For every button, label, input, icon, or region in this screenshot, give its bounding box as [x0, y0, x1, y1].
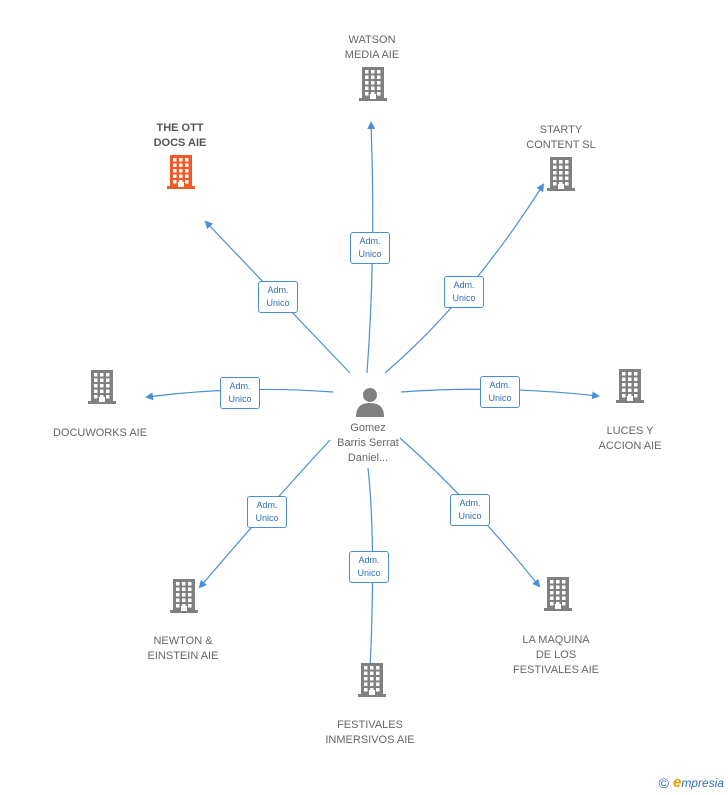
- building-icon: [359, 67, 387, 101]
- role-badge[interactable]: Adm. Unico: [350, 232, 390, 264]
- building-icon: [167, 155, 195, 189]
- role-badge[interactable]: Adm. Unico: [220, 377, 260, 409]
- company-label[interactable]: THE OTT DOCS AIE: [153, 122, 207, 149]
- person-icon: [356, 388, 384, 417]
- copyright-icon: ©: [658, 774, 669, 791]
- building-icon: [616, 369, 644, 403]
- building-icon-wrap: [610, 366, 650, 406]
- building-icon-wrap: [161, 152, 201, 192]
- building-icon: [358, 663, 386, 697]
- building-icon: [170, 579, 198, 613]
- company-label[interactable]: LA MAQUINA DE LOS FESTIVALES AIE: [513, 634, 599, 676]
- building-icon-wrap: [353, 64, 393, 104]
- brand-logo[interactable]: empresia: [672, 774, 724, 791]
- company-label[interactable]: LUCES Y ACCION AIE: [598, 425, 662, 452]
- person-label: Gomez Barris Serrat Daniel...: [337, 422, 399, 464]
- company-label[interactable]: WATSON MEDIA AIE: [344, 34, 400, 61]
- company-label[interactable]: FESTIVALES INMERSIVOS AIE: [325, 719, 415, 746]
- role-badge[interactable]: Adm. Unico: [480, 376, 520, 408]
- company-label[interactable]: STARTY CONTENT SL: [526, 124, 596, 151]
- role-badge[interactable]: Adm. Unico: [450, 494, 490, 526]
- building-icon-wrap: [352, 660, 392, 700]
- role-badge[interactable]: Adm. Unico: [444, 276, 484, 308]
- company-label[interactable]: NEWTON & EINSTEIN AIE: [147, 635, 219, 662]
- building-icon-wrap: [164, 576, 204, 616]
- footer-brand: © empresia: [659, 774, 724, 791]
- building-icon-wrap: [538, 574, 578, 614]
- building-icon: [547, 157, 575, 191]
- building-icon: [544, 577, 572, 611]
- building-icon-wrap: [82, 367, 122, 407]
- building-icon: [88, 370, 116, 404]
- role-badge[interactable]: Adm. Unico: [247, 496, 287, 528]
- building-icon-wrap: [541, 154, 581, 194]
- role-badge[interactable]: Adm. Unico: [349, 551, 389, 583]
- company-label[interactable]: DOCUWORKS AIE: [52, 427, 148, 439]
- role-badge[interactable]: Adm. Unico: [258, 281, 298, 313]
